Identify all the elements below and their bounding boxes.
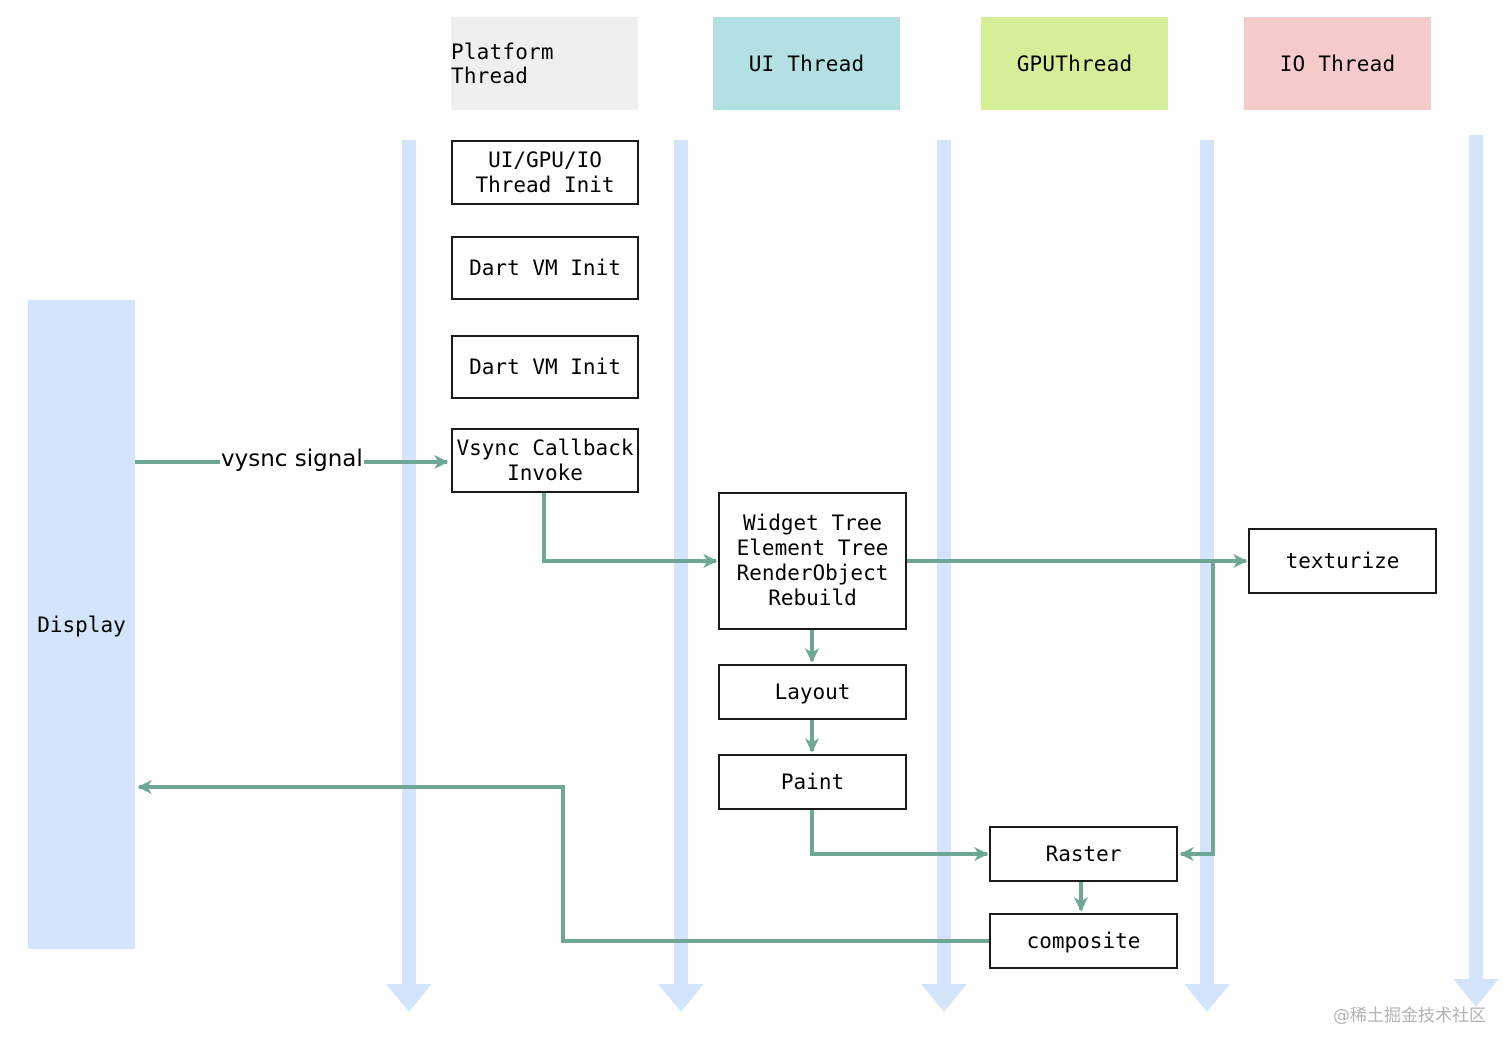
node-dart-vm-init-1: Dart VM Init <box>451 236 639 300</box>
node-rebuild: Widget Tree Element Tree RenderObject Re… <box>718 492 907 630</box>
timeline-3 <box>921 140 967 1012</box>
edge-vsync-to-rebuild <box>542 492 718 569</box>
display-block: Display <box>28 300 135 949</box>
node-thread-init: UI/GPU/IO Thread Init <box>451 140 639 205</box>
node-texturize: texturize <box>1248 528 1437 594</box>
node-layout: Layout <box>718 664 907 720</box>
watermark: @稀土掘金技术社区 <box>1333 1006 1486 1026</box>
node-composite: composite <box>989 913 1178 969</box>
node-paint: Paint <box>718 754 907 810</box>
edge-paint-to-raster <box>810 809 989 862</box>
node-dart-vm-init-2: Dart VM Init <box>451 335 639 399</box>
lane-header-ui-thread: UI Thread <box>713 17 900 110</box>
edge-composite-to-display <box>137 779 990 943</box>
edge-label-vsync-signal: vysnc signal <box>220 446 364 472</box>
timeline-4 <box>1184 140 1230 1012</box>
edge-rebuild-to-raster <box>1179 561 1215 862</box>
lane-header-platform-thread: Platform Thread <box>451 17 638 110</box>
lane-header-gpu-thread: GPUThread <box>981 17 1168 110</box>
node-vsync-callback: Vsync Callback Invoke <box>451 428 639 493</box>
lane-header-io-thread: IO Thread <box>1244 17 1431 110</box>
timeline-5 <box>1453 135 1499 1007</box>
node-raster: Raster <box>989 826 1178 882</box>
timeline-2 <box>658 140 704 1012</box>
display-label: Display <box>37 612 126 637</box>
timeline-1 <box>386 140 432 1012</box>
